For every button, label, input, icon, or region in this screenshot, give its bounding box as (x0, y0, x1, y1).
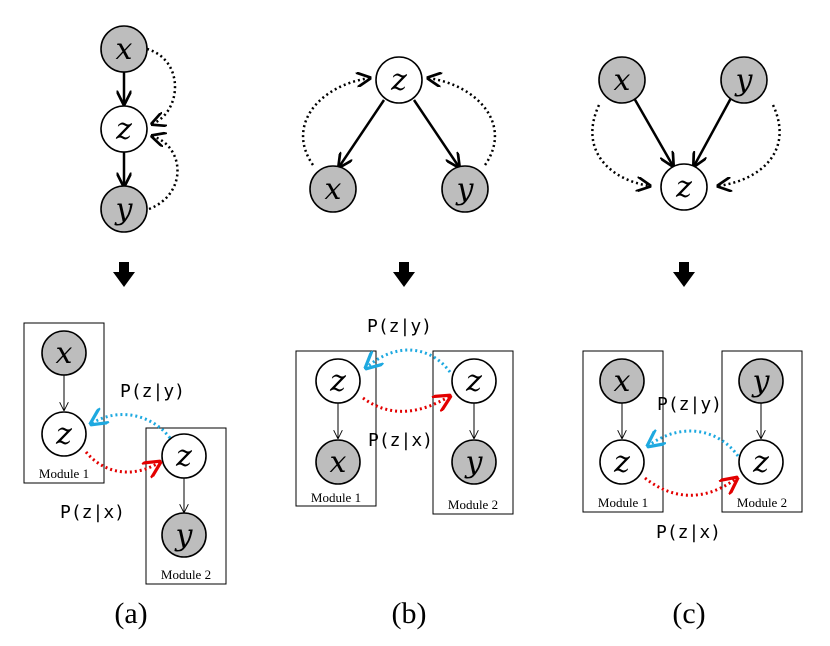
module-1-label: Module 1 (311, 490, 361, 505)
node-z-label: z (390, 63, 407, 98)
caption-a: (a) (114, 597, 147, 630)
node-y (720, 56, 768, 104)
panel-a-modules: Module 1 Module 2 x z z y P(z|y) P(z|x) (23, 322, 227, 585)
edge-x-to-z (632, 97, 673, 166)
node-y-label: y (455, 172, 475, 207)
node-z-module1 (599, 439, 645, 485)
node-y (738, 358, 784, 404)
blue-arrow-z2-to-z1 (648, 431, 740, 457)
panel-b-modules: Module 1 Module 2 z x z y P(z|y) P(z|x) (295, 316, 514, 515)
module-2-label: Module 2 (737, 495, 787, 510)
panel-c-modules: Module 1 Module 2 x z y z P(z|y) P(z|x) (582, 350, 803, 543)
node-y (100, 185, 148, 233)
down-arrow-b (393, 262, 415, 287)
node-x (315, 439, 361, 485)
node-y-label: y (114, 192, 134, 227)
node-z-module1-label: z (329, 364, 346, 399)
node-z-module2-label: z (465, 364, 482, 399)
node-x-label: x (614, 364, 631, 399)
prob-z-given-x: P(z|x) (368, 430, 433, 451)
module-1-box (23, 322, 105, 484)
node-z-module1 (41, 411, 87, 457)
edge-z-to-x (339, 99, 386, 167)
node-z-module2-label: z (175, 439, 192, 474)
node-x (41, 330, 87, 376)
node-y-label: y (734, 63, 754, 98)
down-arrow-a (113, 262, 135, 287)
node-x-label: x (56, 336, 73, 371)
caption-b: (b) (392, 597, 427, 630)
prob-z-given-y: P(z|y) (657, 394, 722, 415)
blue-arrow-z2-to-z1 (91, 415, 172, 439)
module-1-label: Module 1 (598, 495, 648, 510)
node-z-module1-label: z (55, 417, 72, 452)
node-x-label: x (325, 172, 342, 207)
node-y-label: y (464, 445, 484, 480)
dotted-arrow-y-to-z (149, 136, 179, 211)
dotted-arrow-x-to-z (146, 47, 177, 124)
module-2-label: Module 2 (161, 567, 211, 582)
edge-y-to-z (694, 97, 733, 166)
module-2-box (432, 350, 514, 515)
node-z-module2 (161, 433, 207, 479)
node-z (660, 163, 708, 211)
prob-z-given-x: P(z|x) (656, 522, 721, 543)
node-x-label: x (614, 63, 631, 98)
red-arrow-z1-to-z2 (84, 451, 160, 472)
node-y-label: y (751, 364, 771, 399)
module-1-label: Module 1 (39, 466, 89, 481)
node-x-label: x (116, 32, 133, 67)
red-arrow-z1-to-z2 (644, 478, 737, 497)
panel-c-graph: x y z (591, 56, 781, 211)
module-2-box (145, 427, 227, 585)
node-z-module1 (315, 358, 361, 404)
node-z-label: z (675, 170, 692, 205)
caption-c: (c) (672, 597, 705, 630)
node-z-module2-label: z (752, 445, 769, 480)
panel-a-graph: x z y (100, 25, 179, 233)
node-x-label: x (330, 445, 347, 480)
blue-arrow-z2-to-z1 (366, 348, 452, 373)
node-x (599, 358, 645, 404)
node-y (441, 165, 489, 213)
node-z-label: z (115, 112, 132, 147)
node-z (100, 105, 148, 153)
node-x (309, 165, 357, 213)
prob-z-given-x: P(z|x) (60, 502, 125, 523)
node-z-module2 (738, 439, 784, 485)
node-z-module1-label: z (613, 445, 630, 480)
dotted-arrow-y-to-z (428, 78, 497, 166)
prob-z-given-y: P(z|y) (367, 316, 432, 337)
node-z-module2 (451, 358, 497, 404)
node-z (375, 56, 423, 104)
module-2-label: Module 2 (448, 497, 498, 512)
red-arrow-z1-to-z2 (362, 396, 450, 413)
node-y (451, 439, 497, 485)
node-y (161, 512, 207, 558)
node-x (598, 56, 646, 104)
edge-z-to-y (412, 99, 459, 167)
prob-z-given-y: P(z|y) (120, 381, 185, 402)
node-y-label: y (174, 518, 194, 553)
dotted-arrow-x-to-z (301, 78, 370, 166)
dotted-arrow-x-to-z (591, 104, 650, 186)
down-arrow-c (673, 262, 695, 287)
panel-b-graph: z x y (301, 56, 497, 213)
node-x (100, 25, 148, 73)
module-2-box (721, 350, 803, 513)
module-1-box (295, 350, 377, 507)
dotted-arrow-y-to-z (718, 104, 781, 186)
